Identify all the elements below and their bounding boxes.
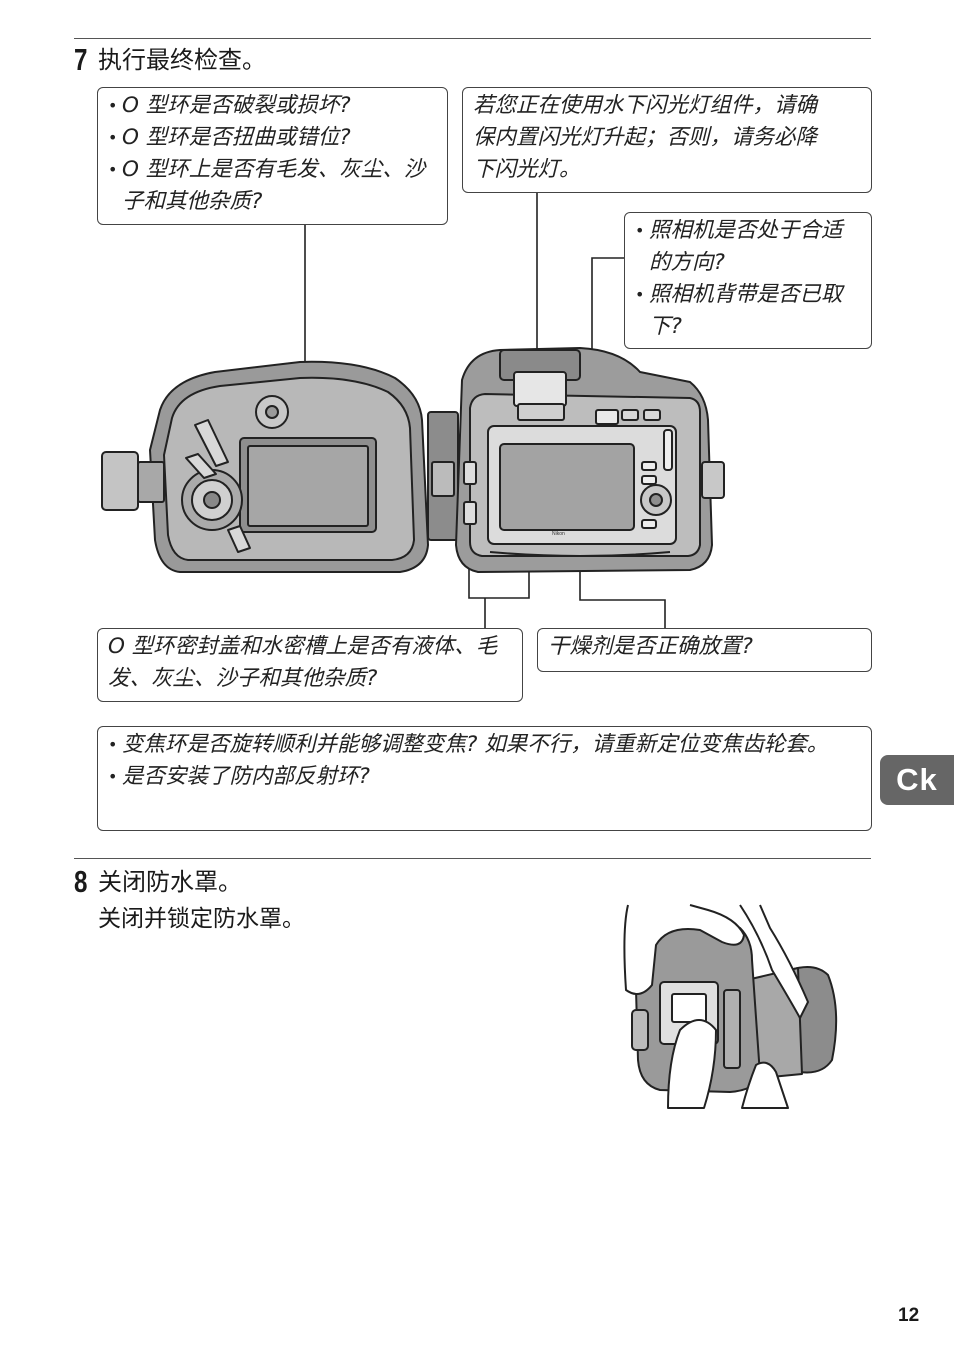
- step-7-title: 执行最终检查。: [98, 46, 266, 74]
- oring-check-item: O 型环是否扭曲或错位?: [108, 122, 439, 154]
- oring-check-item: O 型环是否破裂或损坏?: [108, 90, 439, 122]
- desiccant-check-callout: 干燥剂是否正确放置?: [537, 628, 872, 672]
- zoom-check-item: 变焦环是否旋转顺利并能够调整变焦? 如果不行，请重新定位变焦齿轮套。: [108, 729, 863, 761]
- camera-check-callout: 照相机是否处于合适的方向? 照相机背带是否已取下?: [624, 212, 872, 349]
- oring-check-callout: O 型环是否破裂或损坏? O 型环是否扭曲或错位? O 型环上是否有毛发、灰尘、…: [97, 87, 448, 225]
- camera-brand-label: Nikon: [552, 531, 565, 537]
- top-rule: [74, 38, 871, 39]
- step-8-number: 8: [74, 864, 88, 899]
- camera-check-item: 照相机是否处于合适的方向?: [635, 215, 863, 279]
- language-tab: Ck: [880, 755, 954, 805]
- desiccant-check-text: 干燥剂是否正确放置?: [548, 634, 753, 659]
- step-8-body: 关闭并锁定防水罩。: [98, 906, 305, 932]
- step-8-rule: [74, 858, 871, 859]
- zoom-check-callout: 变焦环是否旋转顺利并能够调整变焦? 如果不行，请重新定位变焦齿轮套。 是否安装了…: [97, 726, 872, 831]
- page-number: 12: [898, 1305, 920, 1326]
- step-8-title: 关闭防水罩。: [98, 868, 242, 896]
- oring-check-item: O 型环上是否有毛发、灰尘、沙子和其他杂质?: [108, 154, 439, 218]
- seal-check-callout: O 型环密封盖和水密槽上是否有液体、毛发、灰尘、沙子和其他杂质?: [97, 628, 523, 702]
- zoom-check-item: 是否安装了防内部反射环?: [108, 761, 863, 793]
- step-7-number: 7: [74, 42, 88, 77]
- camera-check-item: 照相机背带是否已取下?: [635, 279, 863, 343]
- seal-check-text: O 型环密封盖和水密槽上是否有液体、毛发、灰尘、沙子和其他杂质?: [108, 634, 498, 691]
- flash-check-text: 若您正在使用水下闪光灯组件，请确保内置闪光灯升起；否则，请务必降下闪光灯。: [473, 93, 818, 182]
- flash-check-callout: 若您正在使用水下闪光灯组件，请确保内置闪光灯升起；否则，请务必降下闪光灯。: [462, 87, 872, 193]
